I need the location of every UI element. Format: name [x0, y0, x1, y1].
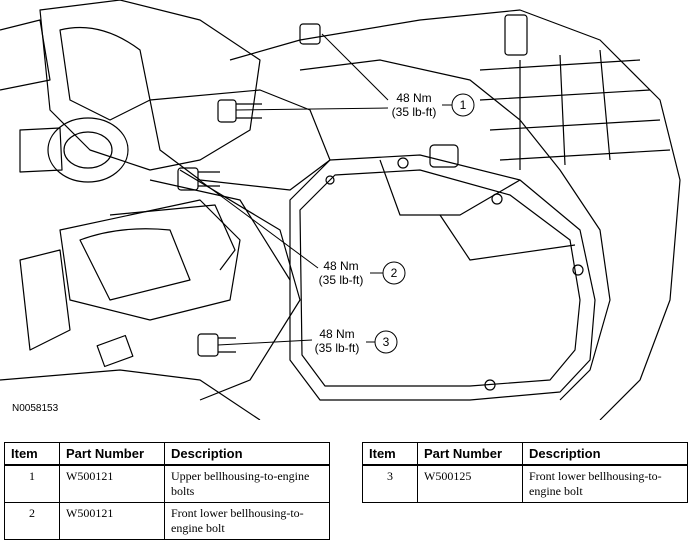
figure-id: N0058153: [12, 403, 59, 414]
cell-description: Upper bellhousing-to-engine bolts: [164, 464, 330, 503]
callout-1-torque-nm: 48 Nm: [396, 91, 431, 105]
cell-description: Front lower bellhousing-to-engine bolt: [164, 502, 330, 540]
header-part-number: Part Number: [417, 442, 523, 466]
header-description: Description: [164, 442, 330, 466]
cell-item: 1: [4, 464, 60, 503]
callout-1: 48 Nm (35 lb-ft) 1: [392, 91, 475, 119]
callout-1-number: 1: [460, 98, 467, 112]
callout-2: 48 Nm (35 lb-ft) 2: [319, 259, 406, 287]
cell-part-number: W500121: [59, 464, 165, 503]
callout-2-torque-lbft: (35 lb-ft): [319, 273, 364, 287]
parts-table-left: Item Part Number Description 1 W500121 U…: [4, 442, 330, 540]
cell-part-number: W500121: [59, 502, 165, 540]
callout-2-torque-nm: 48 Nm: [323, 259, 358, 273]
bolt-lower: [197, 333, 236, 357]
table-row: 3 W500125 Front lower bellhousing-to-eng…: [362, 464, 688, 503]
table-header-row: Item Part Number Description: [4, 442, 330, 466]
cell-item: 2: [4, 502, 60, 540]
line-art: [0, 0, 681, 420]
table-header-row: Item Part Number Description: [362, 442, 688, 466]
bolt-upper-2: [299, 23, 321, 45]
header-part-number: Part Number: [59, 442, 165, 466]
callout-1-torque-lbft: (35 lb-ft): [392, 105, 437, 119]
engine-transmission-illustration: 48 Nm (35 lb-ft) 1 48 Nm (35 lb-ft) 2 48…: [0, 0, 681, 420]
leader-lines: [197, 33, 389, 346]
table-row: 1 W500121 Upper bellhousing-to-engine bo…: [4, 464, 330, 503]
callout-3-number: 3: [383, 335, 390, 349]
cell-part-number: W500125: [417, 464, 523, 503]
cell-item: 3: [362, 464, 418, 503]
table-row: 2 W500121 Front lower bellhousing-to-eng…: [4, 502, 330, 540]
cell-description: Front lower bellhousing-to-engine bolt: [522, 464, 688, 503]
parts-table-right: Item Part Number Description 3 W500125 F…: [362, 442, 688, 503]
callout-3: 48 Nm (35 lb-ft) 3: [315, 327, 398, 355]
header-description: Description: [522, 442, 688, 466]
callout-3-torque-nm: 48 Nm: [319, 327, 354, 341]
header-item: Item: [362, 442, 418, 466]
bolt-upper-1: [217, 99, 262, 123]
callout-2-number: 2: [391, 266, 398, 280]
header-item: Item: [4, 442, 60, 466]
callout-3-torque-lbft: (35 lb-ft): [315, 341, 360, 355]
